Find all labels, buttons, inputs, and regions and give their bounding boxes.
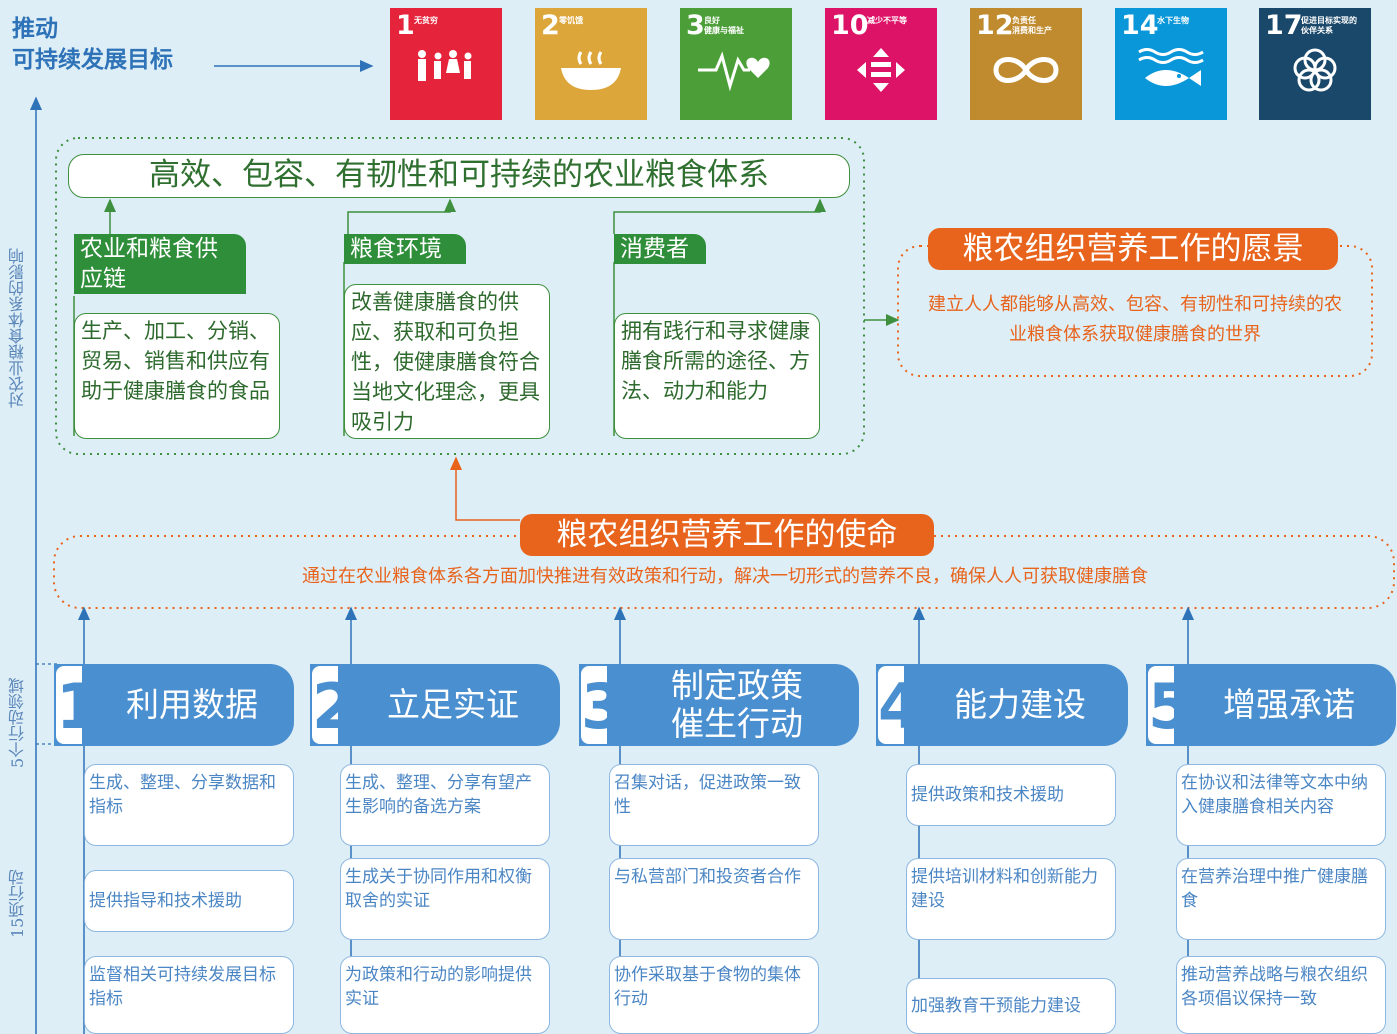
system-title: 高效、包容、有韧性和可持续的农业粮食体系 xyxy=(68,154,850,198)
header-title-line2: 可持续发展目标 xyxy=(12,47,173,73)
sdg-label: 负责任消费和生产 xyxy=(1012,16,1052,35)
pillar-supply-chain-body: 生产、加工、分销、贸易、销售和供应有助于健康膳食的食品 xyxy=(74,313,280,439)
domain-number: 4 xyxy=(876,664,921,746)
domain-number: 1 xyxy=(54,664,99,746)
action-item: 加强教育干预能力建设 xyxy=(906,978,1116,1034)
pillar-consumer-body: 拥有践行和寻求健康膳食所需的途径、方法、动力和能力 xyxy=(614,313,820,439)
pillar-consumer-head: 消费者 xyxy=(614,234,706,264)
pillar-food-environment-body: 改善健康膳食的供应、获取和可负担性，使健康膳食符合当地文化理念，更具吸引力 xyxy=(344,284,550,439)
action-item: 在协议和法律等文本中纳入健康膳食相关内容 xyxy=(1176,764,1386,846)
domain-1: 1 利用数据 xyxy=(54,664,294,746)
side-label-impact: 对农业粮食体系的影响 xyxy=(8,248,27,408)
domain-title: 立足实证 xyxy=(387,685,519,724)
action-item: 生成、整理、分享数据和指标 xyxy=(84,764,294,846)
sdg-number: 12 xyxy=(976,10,1014,41)
action-item: 生成、整理、分享有望产生影响的备选方案 xyxy=(340,764,550,846)
domain-3: 3 制定政策催生行动 xyxy=(579,664,859,746)
mission-text: 通过在农业粮食体系各方面加快推进有效政策和行动，解决一切形式的营养不良，确保人人… xyxy=(302,566,1148,587)
sdg-label: 减少不平等 xyxy=(867,16,907,25)
sdg-label: 无贫穷 xyxy=(414,16,438,25)
side-label-actions: 15项行动 xyxy=(8,869,27,938)
domain-number: 5 xyxy=(1146,664,1191,746)
action-item: 推动营养战略与粮农组织各项倡议保持一致 xyxy=(1176,956,1386,1034)
mission-title: 粮农组织营养工作的使命 xyxy=(520,514,934,556)
sdg-number: 17 xyxy=(1265,10,1303,41)
action-item: 在营养治理中推广健康膳食 xyxy=(1176,858,1386,940)
action-item: 召集对话，促进政策一致性 xyxy=(609,764,819,846)
vision-text: 建立人人都能够从高效、包容、有韧性和可持续的农业粮食体系获取健康膳食的世界 xyxy=(928,294,1342,345)
header-title: 推动 可持续发展目标 xyxy=(12,14,173,76)
action-item: 提供政策和技术援助 xyxy=(906,764,1116,826)
action-item: 提供指导和技术援助 xyxy=(84,870,294,932)
vision-title: 粮农组织营养工作的愿景 xyxy=(928,228,1338,270)
action-item: 监督相关可持续发展目标指标 xyxy=(84,956,294,1034)
action-item: 协作采取基于食物的集体行动 xyxy=(609,956,819,1034)
domain-number: 2 xyxy=(310,664,355,746)
domain-title: 增强承诺 xyxy=(1223,685,1355,724)
header-title-line1: 推动 xyxy=(12,16,58,42)
sdg-number: 10 xyxy=(831,10,869,41)
sdg-number: 2 xyxy=(541,10,560,41)
action-item: 为政策和行动的影响提供实证 xyxy=(340,956,550,1034)
sdg-number: 1 xyxy=(396,10,415,41)
sdg-label: 促进目标实现的伙伴关系 xyxy=(1301,16,1357,35)
domain-title: 能力建设 xyxy=(954,685,1086,724)
sdg-label: 零饥饿 xyxy=(559,16,583,25)
sdg-number: 14 xyxy=(1121,10,1159,41)
domain-title: 制定政策催生行动 xyxy=(671,666,803,743)
action-item: 提供培训材料和创新能力建设 xyxy=(906,858,1116,940)
domain-5: 5 增强承诺 xyxy=(1146,664,1396,746)
domain-number: 3 xyxy=(579,664,624,746)
pillar-supply-chain-head: 农业和粮食供应链 xyxy=(74,234,246,294)
sdg-label: 水下生物 xyxy=(1157,16,1189,25)
domain-title: 利用数据 xyxy=(126,685,258,724)
sdg-label: 良好健康与福祉 xyxy=(704,16,744,35)
action-item: 生成关于协同作用和权衡取舍的实证 xyxy=(340,858,550,940)
sdg-number: 3 xyxy=(686,10,705,41)
side-label-domains: 5个行动领域 xyxy=(8,677,27,768)
action-item: 与私营部门和投资者合作 xyxy=(609,858,819,940)
domain-2: 2 立足实证 xyxy=(310,664,560,746)
pillar-food-environment-head: 粮食环境 xyxy=(344,234,466,264)
domain-4: 4 能力建设 xyxy=(876,664,1128,746)
